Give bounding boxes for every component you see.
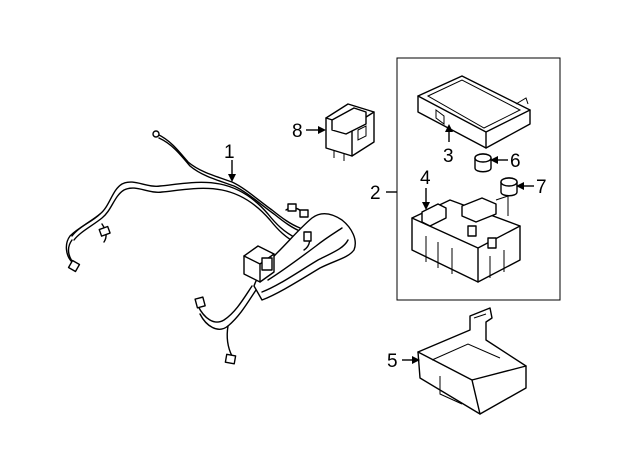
callout-1: 1 — [224, 142, 235, 163]
fuse-block-part-4 — [411, 195, 521, 283]
fuse-part-7 — [500, 177, 518, 197]
fuse-part-6 — [474, 153, 492, 173]
callout-5: 5 — [387, 351, 398, 372]
callout-4: 4 — [420, 168, 431, 189]
callout-8: 8 — [292, 121, 303, 142]
assembly-box — [396, 57, 561, 301]
callout-2: 2 — [370, 183, 381, 204]
bracket-part-5 — [417, 307, 527, 415]
callout-7: 7 — [536, 177, 547, 198]
callout-6: 6 — [510, 151, 521, 172]
callout-3: 3 — [443, 146, 454, 167]
wiring-harness — [65, 130, 356, 365]
relay-part-8 — [325, 103, 375, 161]
leader-lines — [228, 124, 534, 364]
cover-part-3 — [417, 75, 531, 149]
